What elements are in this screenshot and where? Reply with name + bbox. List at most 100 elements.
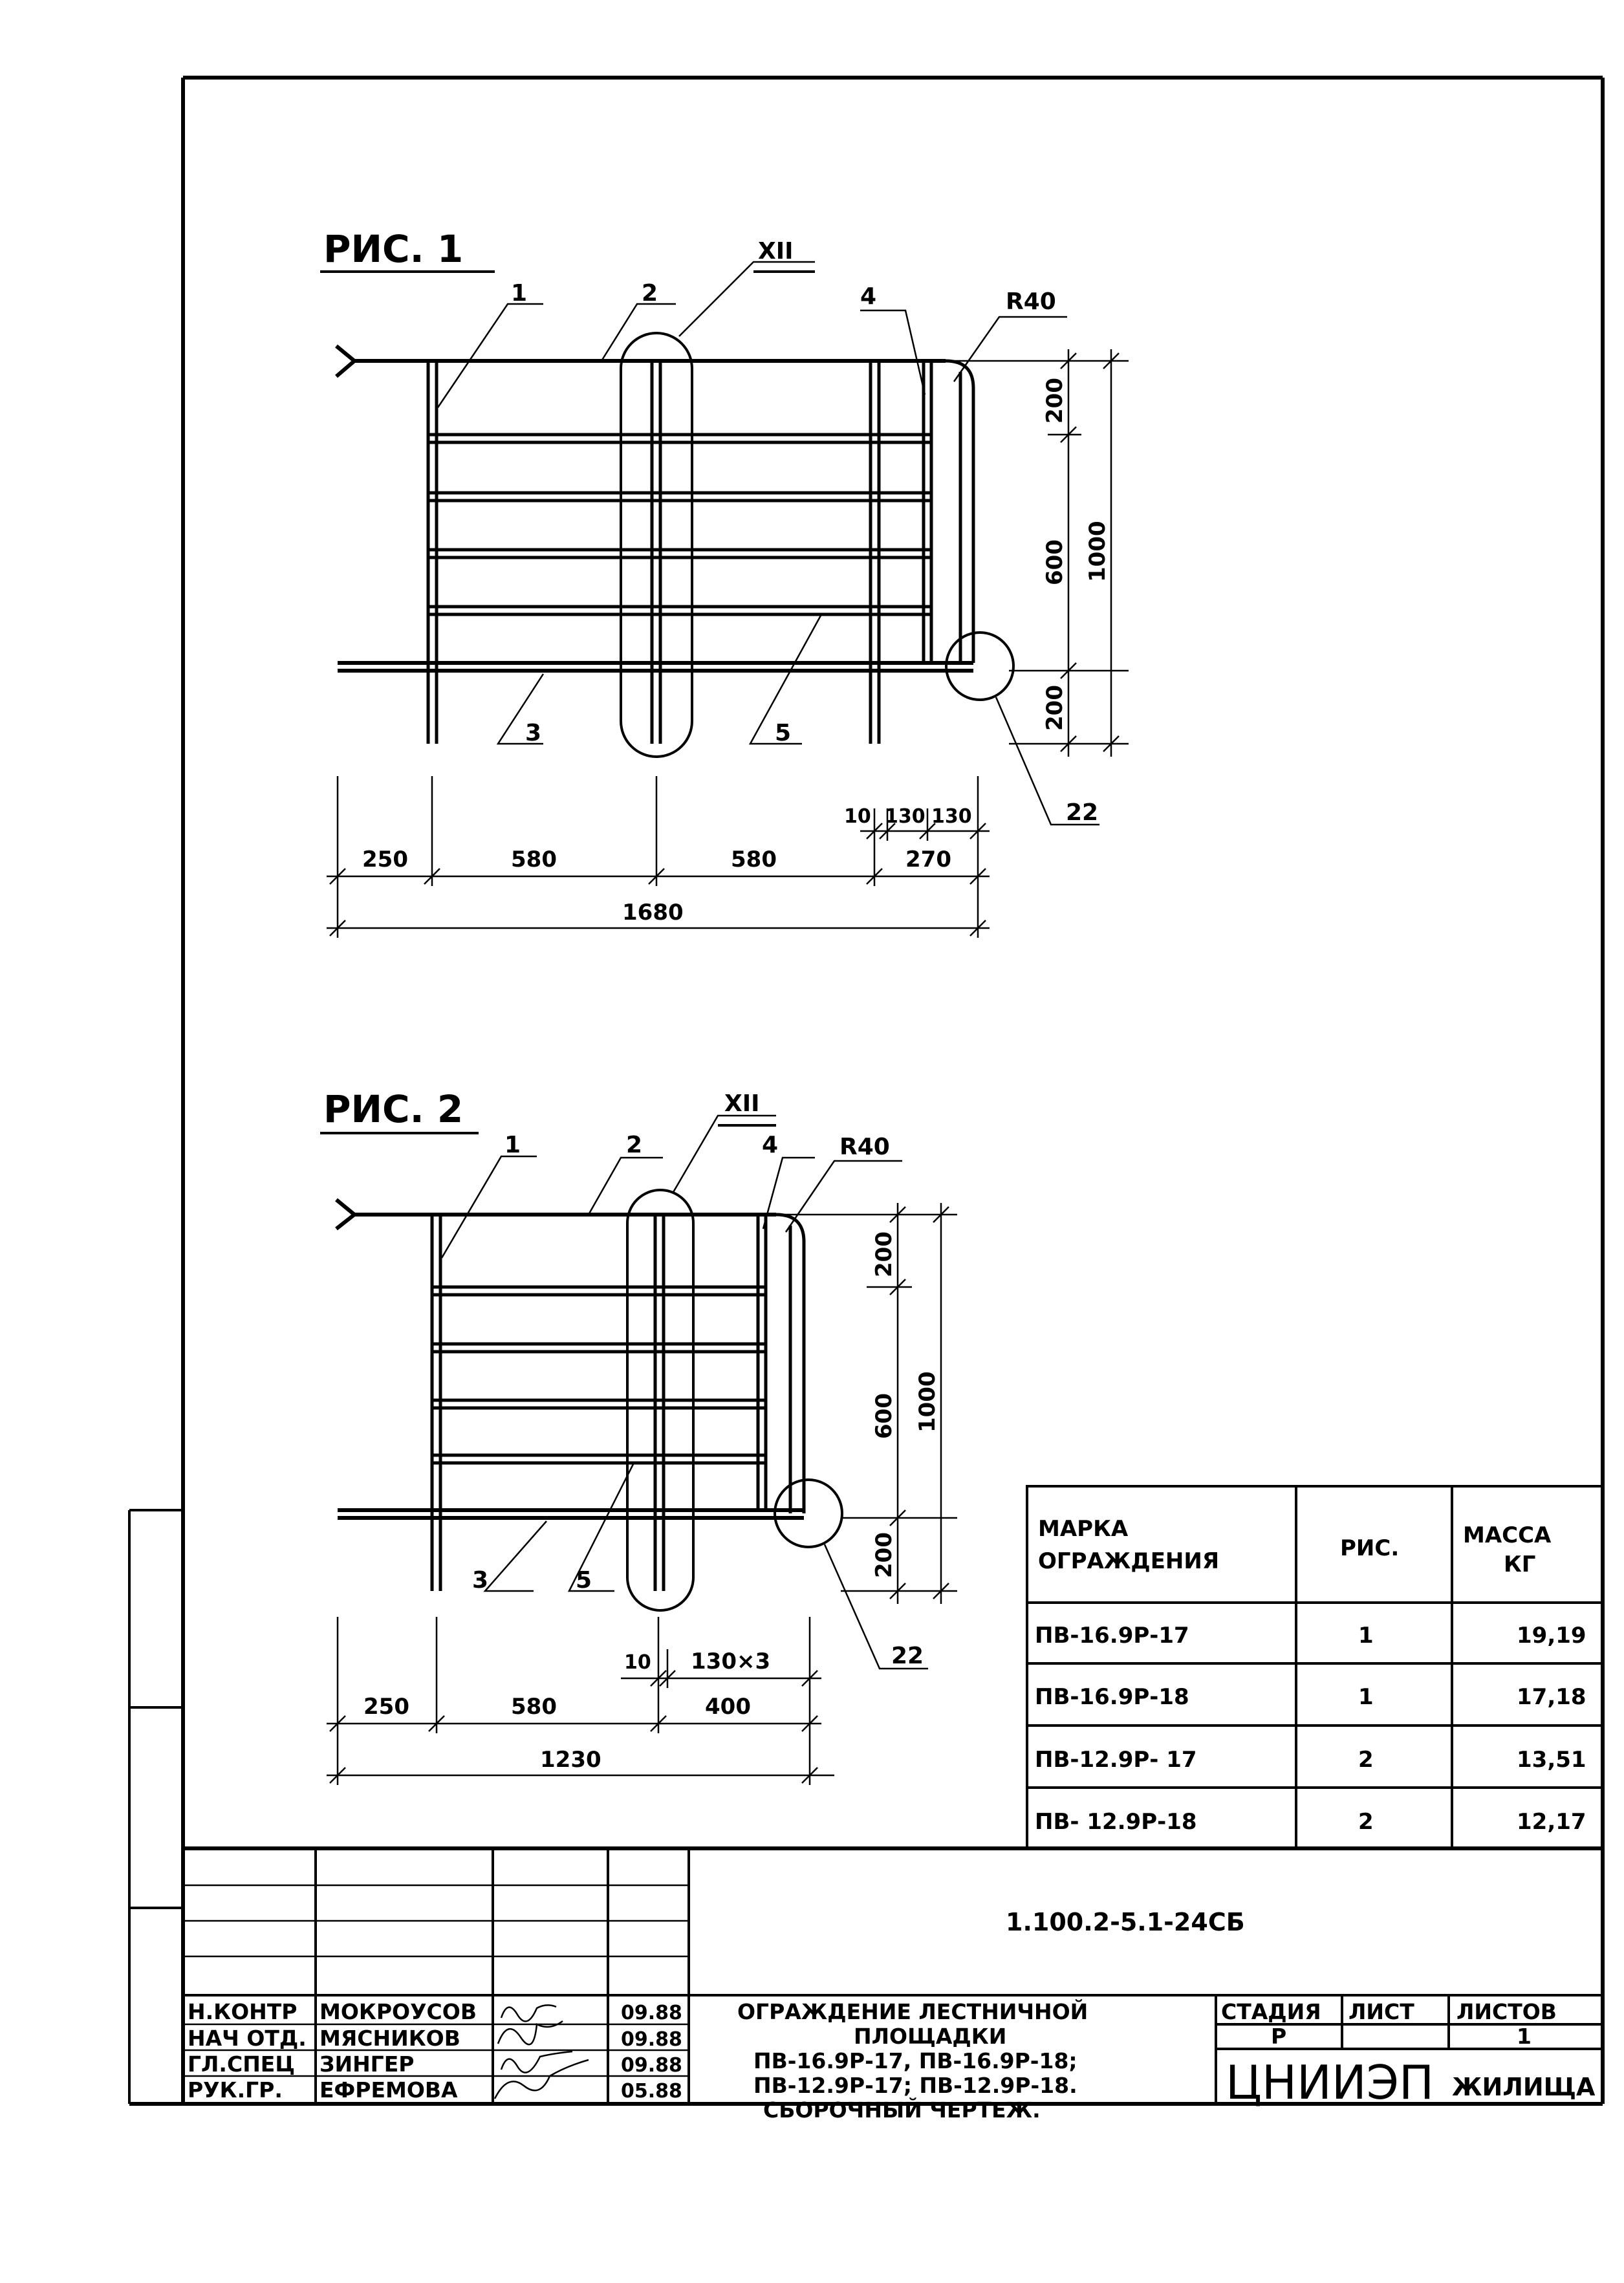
- row-fig: 1: [1358, 1684, 1374, 1710]
- dim-h-130x3: 130×3: [691, 1649, 770, 1674]
- row-mass: 13,51: [1517, 1747, 1586, 1773]
- dim-h-130a: 130: [885, 805, 926, 828]
- callout-2: 2: [642, 280, 658, 307]
- signature-mark: [497, 2020, 563, 2046]
- stage-header: СТАДИЯ: [1221, 1999, 1321, 2024]
- sheet-header: ЛИСТ: [1348, 1999, 1414, 2024]
- dim-h-400-2: 400: [705, 1694, 751, 1720]
- dim-v-bottom-2: 200: [871, 1532, 897, 1578]
- break-mark: [335, 344, 358, 378]
- signature-row: ГЛ.СПЕЦ ЗИНГЕР 09.88: [188, 2050, 682, 2077]
- dim-h-total-2: 1230: [540, 1747, 601, 1773]
- sheets-header: ЛИСТОВ: [1456, 1999, 1557, 2024]
- table-row: ПВ- 12.9Р-18 2 12,17: [1035, 1809, 1586, 1835]
- dim-h-580-2: 580: [511, 1694, 557, 1720]
- signature-mark: [500, 2004, 557, 2022]
- callout-r40: R40: [1006, 288, 1056, 315]
- dim-v-bottom: 200: [1042, 685, 1068, 731]
- row-mark: ПВ-12.9Р- 17: [1035, 1747, 1197, 1773]
- dim-h-10: 10: [844, 805, 871, 828]
- callout-xii-fig2: XII: [724, 1090, 760, 1117]
- row-mass: 12,17: [1517, 1809, 1586, 1835]
- dim-v-middle-2: 600: [871, 1393, 897, 1439]
- horizontal-dimensions-2: 250 580 400 10 130×3 1230: [327, 1617, 834, 1785]
- description-line-5: СБОРОЧНЫЙ ЧЕРТЕЖ.: [763, 2097, 1041, 2123]
- document-code: 1.100.2-5.1-24СБ: [1006, 1908, 1245, 1936]
- posts: [426, 361, 933, 744]
- description-line-1: ОГРАЖДЕНИЕ ЛЕСТНИЧНОЙ: [737, 1998, 1088, 2024]
- sig-name: МЯСНИКОВ: [319, 2026, 460, 2051]
- description-line-2: ПЛОЩАДКИ: [854, 2024, 1006, 2049]
- callout-4-fig2: 4: [762, 1132, 778, 1158]
- posts-2: [430, 1215, 768, 1591]
- sig-date: 05.88: [621, 2080, 682, 2103]
- callout-r40-fig2: R40: [839, 1134, 890, 1160]
- dim-v-total-2: 1000: [915, 1371, 940, 1433]
- table-header-fig: РИС.: [1340, 1535, 1399, 1561]
- sig-date: 09.88: [621, 2028, 682, 2051]
- callout-22: 22: [1066, 799, 1098, 826]
- sheets-value: 1: [1517, 2024, 1532, 2049]
- dim-v-top-2: 200: [871, 1231, 897, 1277]
- row-fig: 2: [1358, 1809, 1374, 1835]
- infill-bars-2: [432, 1285, 766, 1465]
- row-mass: 17,18: [1517, 1684, 1586, 1710]
- dim-h-580b: 580: [731, 847, 777, 872]
- title-block: 1.100.2-5.1-24СБ Н.КОНТР МОКРОУСОВ 09.88…: [183, 1846, 1603, 2123]
- sig-role: Н.КОНТР: [188, 1999, 298, 2024]
- sig-name: ЕФРЕМОВА: [319, 2077, 458, 2103]
- callout-2-fig2: 2: [626, 1132, 642, 1158]
- row-mark: ПВ-16.9Р-18: [1035, 1684, 1189, 1710]
- signature-row: Н.КОНТР МОКРОУСОВ 09.88: [188, 1999, 682, 2024]
- row-fig: 2: [1358, 1747, 1374, 1773]
- sig-role: РУК.ГР.: [188, 2077, 283, 2103]
- break-mark-2: [335, 1198, 358, 1231]
- callout-1: 1: [511, 280, 527, 307]
- table-header-mark: МАРКА: [1038, 1516, 1129, 1542]
- description-line-4: ПВ-12.9Р-17; ПВ-12.9Р-18.: [753, 2073, 1077, 2098]
- table-row: ПВ-16.9Р-17 1 19,19: [1035, 1623, 1586, 1649]
- table-row: ПВ-12.9Р- 17 2 13,51: [1035, 1747, 1586, 1773]
- sig-name: МОКРОУСОВ: [319, 1999, 477, 2024]
- dim-h-130b: 130: [931, 805, 972, 828]
- dim-h-10-2: 10: [624, 1651, 651, 1674]
- figure-1-title: РИС. 1: [323, 227, 463, 271]
- row-mass: 19,19: [1517, 1623, 1586, 1649]
- node-xii-outline-2: [626, 1189, 695, 1612]
- table-header-mass-unit: КГ: [1504, 1552, 1535, 1577]
- sig-date: 09.88: [621, 2054, 682, 2077]
- sig-role: НАЧ ОТД.: [188, 2026, 307, 2051]
- end-post-2: [775, 1213, 806, 1513]
- sig-date: 09.88: [621, 2002, 682, 2024]
- node-xii-outline: [620, 332, 693, 758]
- sig-role: ГЛ.СПЕЦ: [188, 2051, 295, 2077]
- vertical-dimensions-2: 200 600 200 1000: [783, 1203, 957, 1604]
- dim-h-250: 250: [362, 847, 408, 872]
- row-mark: ПВ-16.9Р-17: [1035, 1623, 1189, 1649]
- callout-1-fig2: 1: [504, 1132, 521, 1158]
- infill-bars: [428, 433, 931, 616]
- description-line-3: ПВ-16.9Р-17, ПВ-16.9Р-18;: [753, 2048, 1077, 2073]
- node-22-circle: [945, 631, 1015, 701]
- dim-h-580a: 580: [511, 847, 557, 872]
- organization-name: ЦНИИЭП: [1226, 2055, 1434, 2110]
- sig-name: ЗИНГЕР: [319, 2051, 414, 2077]
- figure-2: РИС. 2 1 2 XII 4 R40 3: [320, 1087, 957, 1785]
- table-header-mark-2: ОГРАЖДЕНИЯ: [1038, 1548, 1219, 1574]
- callout-3: 3: [525, 720, 541, 746]
- table-row: ПВ-16.9Р-18 1 17,18: [1035, 1684, 1586, 1710]
- callout-3-fig2: 3: [472, 1567, 488, 1594]
- dim-v-middle: 600: [1042, 539, 1068, 585]
- callout-5: 5: [775, 720, 791, 746]
- callout-xii: XII: [758, 238, 794, 265]
- row-fig: 1: [1358, 1623, 1374, 1649]
- node-22-circle-2: [774, 1478, 843, 1548]
- dim-v-top: 200: [1042, 378, 1068, 424]
- callout-5-fig2: 5: [576, 1567, 592, 1594]
- dim-h-270: 270: [905, 847, 951, 872]
- table-header-mass: МАССА: [1463, 1522, 1552, 1548]
- horizontal-dimensions: 250 580 580 270 10 130 130 1680: [327, 776, 990, 938]
- vertical-dimensions: 200 600 200 1000: [952, 349, 1129, 757]
- row-mark: ПВ- 12.9Р-18: [1035, 1809, 1197, 1835]
